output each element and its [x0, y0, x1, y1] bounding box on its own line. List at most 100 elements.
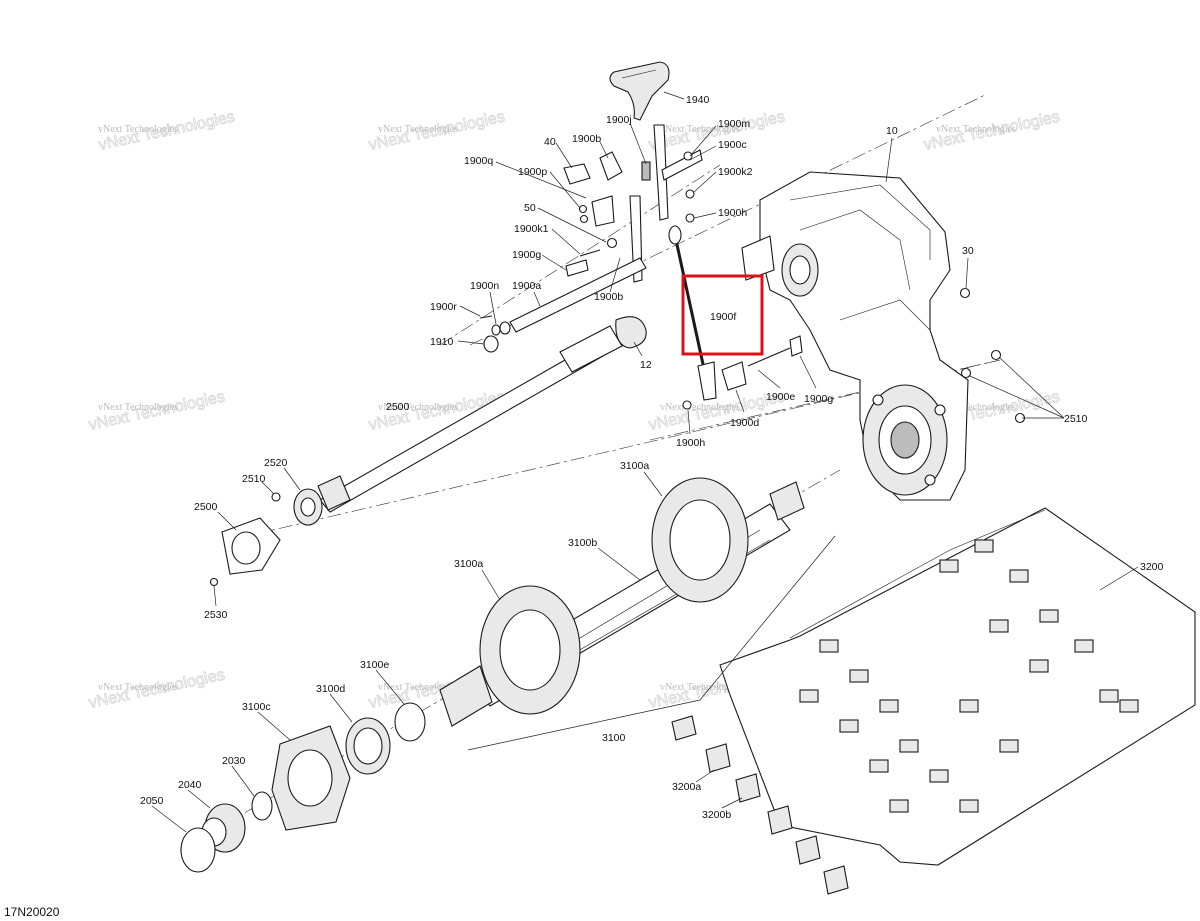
transmission-case-10 — [741, 171, 1026, 501]
group-bracket-3100 — [467, 535, 836, 751]
callout-30: 30 — [962, 245, 974, 257]
lever-arm-upper — [653, 124, 669, 221]
pin-1900g — [565, 259, 589, 277]
callout-1900g-top: 1900g — [512, 249, 541, 261]
callout-2500-shaft: 2500 — [386, 401, 410, 413]
shaft-spline — [317, 475, 351, 511]
watermark: vNext Technologies — [936, 124, 1016, 135]
lever-1900d — [721, 361, 747, 391]
ring-3100e — [394, 702, 426, 742]
callout-1900m: 1900m — [718, 118, 750, 130]
callout-1900k2: 1900k2 — [718, 166, 753, 178]
rod-end-upper — [668, 225, 682, 245]
callout-2520: 2520 — [264, 457, 288, 469]
nut-50 — [606, 237, 618, 249]
callout-12: 12 — [640, 359, 652, 371]
callout-1900f: 1900f — [710, 311, 736, 323]
ring-1910 — [483, 335, 499, 353]
callout-1900e: 1900e — [766, 391, 795, 403]
callout-50: 50 — [524, 202, 536, 214]
clip-3200b-2 — [767, 805, 793, 835]
shift-knob-1940 — [609, 61, 670, 121]
callout-1900h-top: 1900h — [718, 207, 747, 219]
callout-3100b: 3100b — [568, 537, 597, 549]
clip-3200b — [735, 773, 761, 803]
callout-3200a: 3200a — [672, 781, 701, 793]
callout-1900j: 1900j — [606, 114, 632, 126]
callout-2040: 2040 — [178, 779, 202, 791]
bushing-12 — [615, 316, 647, 349]
nut-1900h — [685, 213, 695, 223]
watermark: vNext Technologies — [660, 682, 740, 693]
screw-2530 — [209, 577, 219, 587]
nut-2510 — [990, 349, 1002, 361]
lever-axis-line — [439, 164, 721, 346]
watermark: vNext Technologies — [660, 402, 740, 413]
washer-1900n — [491, 324, 501, 336]
driveshaft-2500 — [319, 339, 611, 513]
sensor-40 — [563, 163, 591, 185]
track-3200 — [719, 507, 1196, 866]
lever-spring-1900j — [641, 161, 651, 181]
callout-1900b-low: 1900b — [594, 291, 623, 303]
callout-3200b: 3200b — [702, 809, 731, 821]
driveshaft-assembly — [209, 316, 647, 587]
shift-rod-1900f — [674, 239, 708, 379]
bolt-1900e — [747, 347, 791, 367]
screw-30 — [959, 287, 971, 299]
callout-3100e: 3100e — [360, 659, 389, 671]
callout-3100c: 3100c — [242, 701, 271, 713]
watermark: vNext Technologies — [378, 402, 458, 413]
driveshaft-coupler — [559, 325, 623, 373]
clip-3200a-2 — [705, 743, 731, 773]
highlight-box — [681, 274, 764, 356]
callout-1910: 1910 — [430, 336, 454, 348]
snap-ring-2030 — [251, 791, 273, 821]
pin-1900r — [479, 315, 493, 319]
callout-40: 40 — [544, 136, 556, 148]
axle-spline-right — [769, 481, 805, 521]
callout-2510-left: 2510 — [242, 473, 266, 485]
lever-bracket-1900c — [661, 149, 703, 181]
circlip-2050 — [180, 827, 216, 873]
shaft-1900a — [509, 257, 647, 333]
callout-1900g-low: 1900g — [804, 393, 833, 405]
watermark: vNext Technologies — [98, 682, 178, 693]
watermark: vNext Technologies — [660, 124, 740, 135]
pin-1900g-lower — [789, 335, 803, 357]
callout-10: 10 — [886, 125, 898, 137]
bracket-1900b — [599, 151, 623, 181]
group-brackets — [467, 535, 836, 751]
callout-3100a-top: 3100a — [620, 460, 649, 472]
plate-1900p — [591, 195, 615, 227]
bracket-axis-line — [649, 359, 1001, 441]
callout-1900a: 1900a — [512, 280, 541, 292]
callout-1900p: 1900p — [518, 166, 547, 178]
callout-3100: 3100 — [602, 732, 626, 744]
watermark: vNext Technologies — [98, 402, 178, 413]
callout-2050: 2050 — [140, 795, 164, 807]
axle-end-spline — [439, 665, 493, 727]
watermark: vNext Technologies — [98, 124, 178, 135]
nut-1900k2 — [685, 189, 695, 199]
callout-1900r: 1900r — [430, 301, 457, 313]
callout-1900c: 1900c — [718, 139, 747, 151]
callout-2500-flange: 2500 — [194, 501, 218, 513]
callout-1940: 1940 — [686, 94, 710, 106]
watermark: vNext Technologies — [378, 682, 458, 693]
input-spline — [741, 235, 775, 281]
nut-1900h-lower — [682, 400, 692, 410]
clip-3200a — [671, 715, 697, 741]
shift-lever-assembly — [479, 61, 803, 410]
callout-1900q: 1900q — [464, 155, 493, 167]
rod-end-lower — [697, 361, 717, 401]
callout-1900b-top: 1900b — [572, 133, 601, 145]
callout-1900h-low: 1900h — [676, 437, 705, 449]
leader-lines — [151, 91, 1139, 833]
callout-labels: 1940 1900j 1900m 1900c 40 1900b 1900q 19… — [140, 94, 1164, 821]
track-clips — [799, 539, 1139, 813]
drive-axle-assembly — [180, 477, 805, 873]
diagram-code: 17N20020 — [4, 905, 60, 919]
callout-1900n: 1900n — [470, 280, 499, 292]
